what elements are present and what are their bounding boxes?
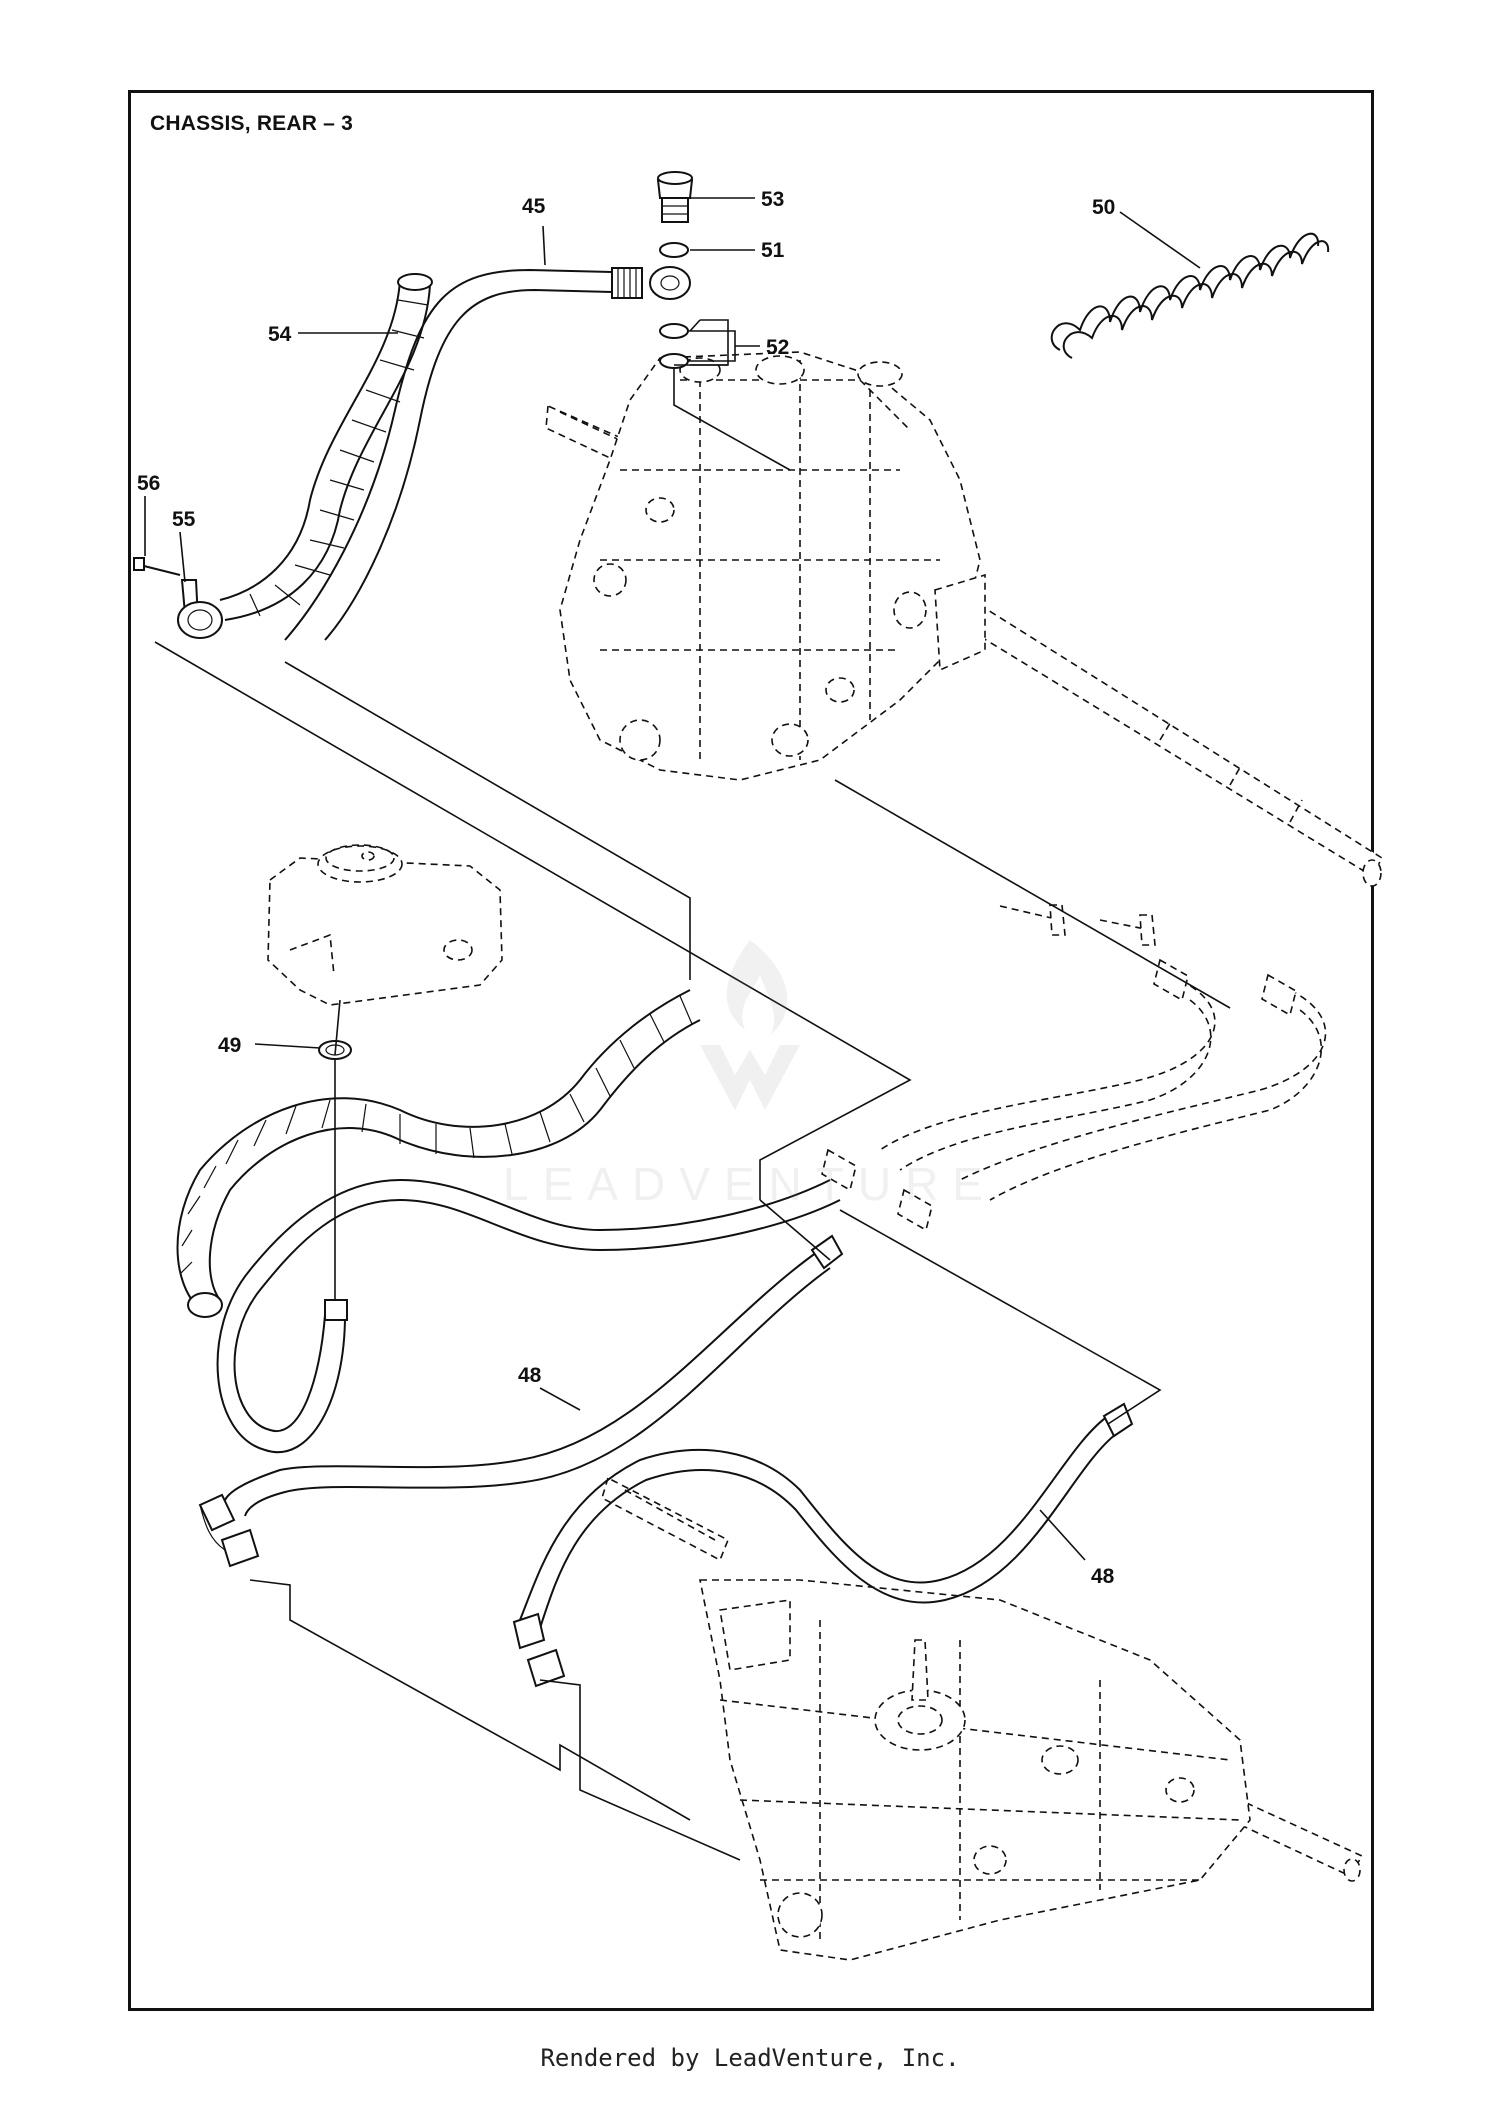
callout-45: 45 xyxy=(522,195,546,218)
callout-50: 50 xyxy=(1092,196,1115,219)
callout-55: 55 xyxy=(172,508,196,531)
hose-48-lower xyxy=(512,1402,1134,1688)
spiral-wrap-54 xyxy=(219,273,433,621)
upper-transaxle xyxy=(545,351,1384,887)
callout-52: 52 xyxy=(766,336,789,359)
diagram-frame xyxy=(128,90,1374,2011)
routing-lines xyxy=(154,319,1231,1861)
reservoir-hose xyxy=(216,1178,841,1453)
spiral-wrap-50 xyxy=(1050,232,1330,359)
callout-56: 56 xyxy=(137,472,160,495)
callout-51: 51 xyxy=(761,239,785,262)
callout-54: 54 xyxy=(268,323,292,346)
callout-48-upper: 48 xyxy=(518,1364,542,1387)
dashed-hoses xyxy=(821,904,1327,1232)
hose-48-upper xyxy=(198,1234,844,1568)
lower-transaxle xyxy=(601,1476,1364,1961)
reservoir-tank xyxy=(267,844,503,1006)
callout-53: 53 xyxy=(761,188,784,211)
hose-45 xyxy=(284,266,691,641)
clamp-and-screw xyxy=(133,557,223,639)
diagram-title: CHASSIS, REAR – 3 xyxy=(150,112,353,135)
callout-48-lower: 48 xyxy=(1091,1565,1115,1588)
spiral-wrap-middle xyxy=(176,989,701,1318)
callout-49: 49 xyxy=(218,1034,241,1057)
callout-leaders xyxy=(144,197,1201,1561)
footer-credit: Rendered by LeadVenture, Inc. xyxy=(540,2044,960,2072)
